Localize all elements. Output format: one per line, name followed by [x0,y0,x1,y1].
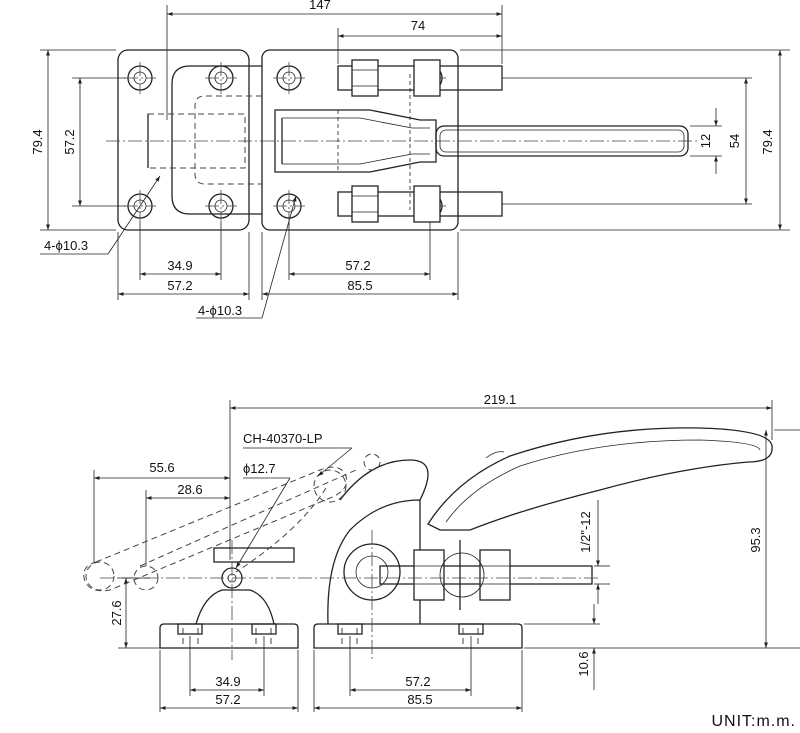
dim-79-4-right: 79.4 [760,129,775,154]
dim-34-9-top: 34.9 [167,258,192,273]
dim-28-6: 28.6 [177,482,202,497]
left-u-link [171,65,262,215]
dim-95-3: 95.3 [748,527,763,552]
dim-85-5-top: 85.5 [347,278,372,293]
dim-57-2-top-right: 57.2 [345,258,370,273]
dim-57-2-top-left: 57.2 [167,278,192,293]
dim-12: 12 [698,134,713,148]
holes-callout-left: 4-ϕ10.3 [44,238,88,253]
pin-dia-label: ϕ12.7 [243,461,276,476]
side-open-handle [83,453,381,592]
model-label: CH-40370-LP [243,431,323,446]
unit-label: UNIT:m.m. [711,713,796,730]
dim-34-9-side: 34.9 [215,674,240,689]
dim-85-5-side: 85.5 [407,692,432,707]
dim-57-2-left-vertical: 57.2 [62,129,77,154]
side-right-bracket [327,499,421,625]
side-right-base [313,623,523,649]
dim-57-2-side-right: 57.2 [405,674,430,689]
dim-55-6: 55.6 [149,460,174,475]
thread-label: 1/2"-12 [578,511,593,552]
holes-callout-right: 4-ϕ10.3 [198,303,242,318]
dim-27-6: 27.6 [109,600,124,625]
dim-10-6: 10.6 [576,651,591,676]
top-handle [274,74,689,210]
side-left-bracket [195,589,275,625]
dim-54: 54 [727,134,742,148]
side-handle [427,427,773,531]
dim-79-4-left: 79.4 [30,129,45,154]
top-view: 147 74 79.4 57.2 79.4 54 12 [30,0,790,319]
left-base-plate [117,49,250,231]
dim-57-2-side-left: 57.2 [215,692,240,707]
dim-74: 74 [411,18,425,33]
left-plate-holes [127,65,234,219]
side-left-base [159,623,299,649]
side-view: 219.1 CH-40370-LP 55.6 28.6 ϕ12.7 27.6 9… [83,392,800,712]
dim-219-1: 219.1 [484,392,517,407]
side-spindle [379,540,593,610]
dim-147: 147 [309,0,331,12]
top-spindles [337,59,503,223]
right-base-plate [261,49,459,231]
